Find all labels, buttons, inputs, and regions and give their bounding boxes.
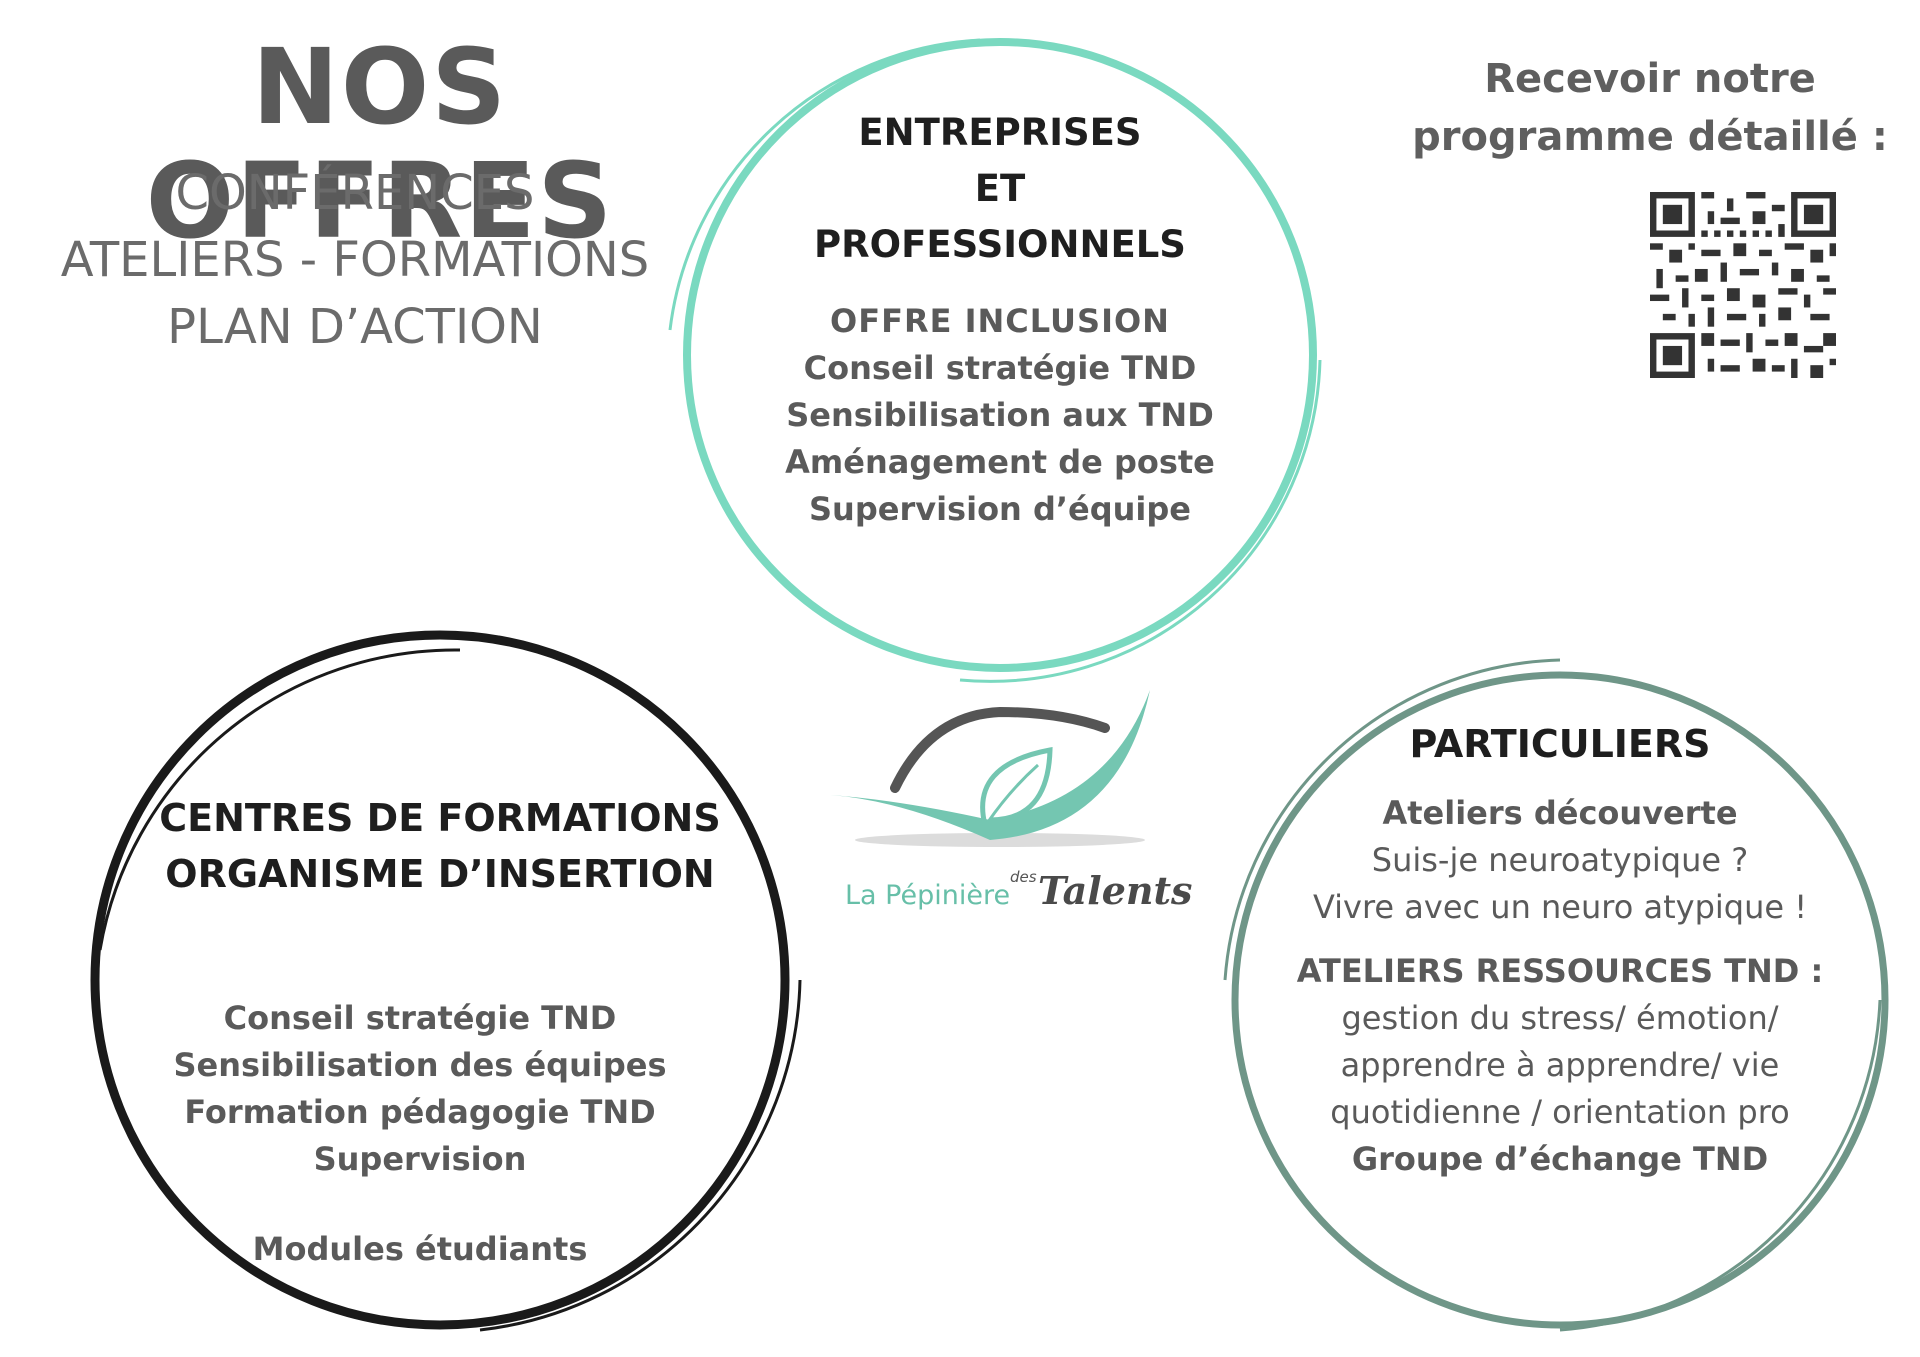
logo-name-part: La Pépinière — [845, 880, 1011, 911]
groupe-echange: Groupe d’échange TND — [1351, 1140, 1769, 1178]
service-item: PLAN D’ACTION — [167, 299, 543, 355]
logo: La Pépinière des Talents — [845, 866, 1192, 916]
list-item: Vivre avec un neuro atypique ! — [1312, 888, 1808, 926]
circle-entreprises-list: OFFRE INCLUSION Conseil stratégie TND Se… — [740, 298, 1260, 533]
circle-centres-extra: Modules étudiants — [252, 1230, 588, 1268]
services-list: CONFÉRENCES ATELIERS - FORMATIONS PLAN D… — [40, 160, 670, 361]
circle-centres-ring — [90, 630, 802, 1332]
circle-particuliers-title: PARTICULIERS — [1409, 722, 1711, 766]
circle-particuliers-ring — [1223, 658, 1889, 1332]
ateliers-decouverte-block: Ateliers découverte Suis-je neuroatypiqu… — [1270, 790, 1850, 931]
title-line: ENTREPRISES — [858, 111, 1142, 154]
ateliers-heading: Ateliers découverte — [1382, 794, 1738, 832]
list-item: Sensibilisation des équipes — [173, 1046, 667, 1084]
qr-heading-line: programme détaillé : — [1412, 114, 1888, 160]
ateliers-ressources-block: ATELIERS RESSOURCES TND : gestion du str… — [1270, 948, 1850, 1183]
list-item: gestion du stress/ émotion/ — [1341, 999, 1779, 1037]
qr-code-image[interactable] — [1650, 192, 1836, 378]
list-item: Conseil stratégie TND — [223, 999, 617, 1037]
list-item: Formation pédagogie TND — [184, 1093, 656, 1131]
logo-name-part: Talents — [1038, 868, 1193, 913]
logo-leaf-graphic — [830, 690, 1150, 847]
circle-centres-title: CENTRES DE FORMATIONS ORGANISME D’INSERT… — [140, 790, 740, 902]
list-item: OFFRE INCLUSION — [830, 302, 1170, 340]
title-line: ET — [974, 167, 1026, 210]
list-item: Supervision — [313, 1140, 527, 1178]
list-item: apprendre à apprendre/ vie — [1340, 1046, 1780, 1084]
circle-entreprises-ring — [668, 38, 1322, 683]
list-item: Supervision d’équipe — [809, 490, 1191, 528]
list-item: Aménagement de poste — [785, 443, 1215, 481]
page-title: NOS OFFRES — [145, 26, 615, 263]
title-line: CENTRES DE FORMATIONS — [159, 796, 721, 840]
service-item: ATELIERS - FORMATIONS — [60, 232, 650, 288]
circle-centres-list: Conseil stratégie TND Sensibilisation de… — [140, 995, 700, 1183]
service-item: CONFÉRENCES — [175, 165, 535, 221]
list-item: Conseil stratégie TND — [803, 349, 1197, 387]
qr-heading-line: Recevoir notre — [1484, 56, 1816, 102]
list-item: Sensibilisation aux TND — [786, 396, 1214, 434]
list-item: quotidienne / orientation pro — [1330, 1093, 1790, 1131]
ressources-heading: ATELIERS RESSOURCES TND : — [1296, 952, 1824, 990]
logo-name-part: des — [1010, 868, 1037, 886]
title-line: ORGANISME D’INSERTION — [165, 852, 715, 896]
qr-heading: Recevoir notre programme détaillé : — [1400, 50, 1900, 166]
circle-entreprises-title: ENTREPRISES ET PROFESSIONNELS — [740, 105, 1260, 273]
list-item: Suis-je neuroatypique ? — [1371, 841, 1749, 879]
title-line: PROFESSIONNELS — [814, 223, 1186, 266]
